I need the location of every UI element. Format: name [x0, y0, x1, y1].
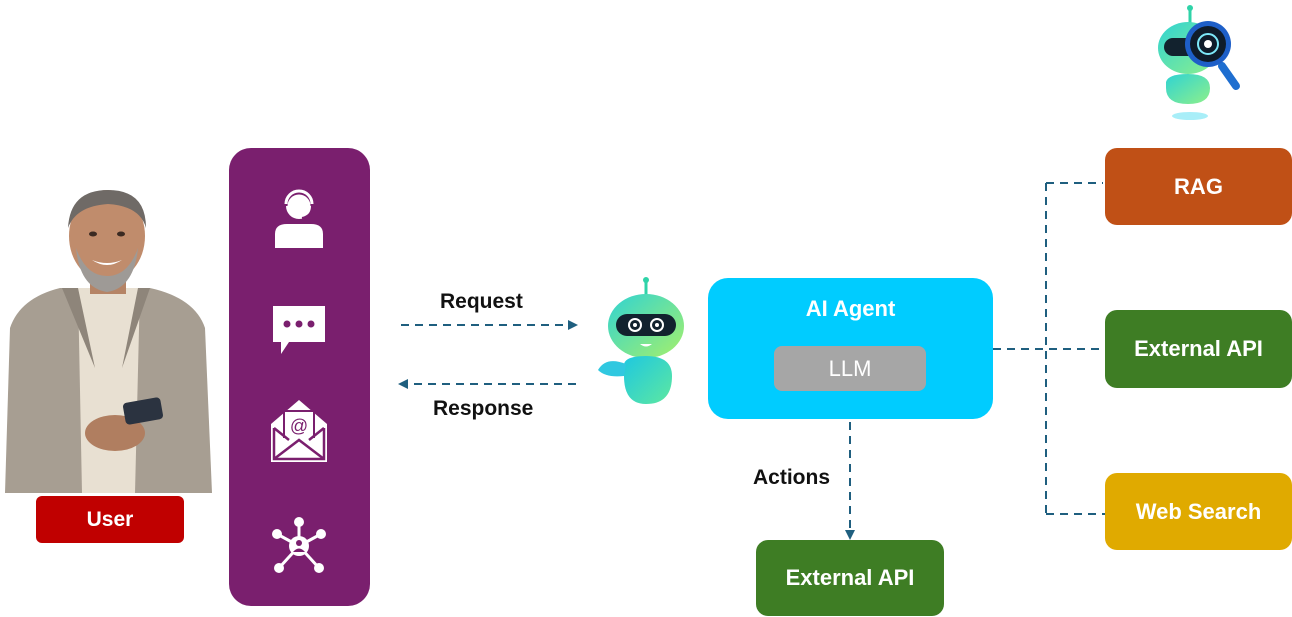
network-icon[interactable]: [269, 516, 329, 576]
support-agent-icon[interactable]: [269, 188, 329, 248]
user-photo: [0, 188, 215, 498]
tool-rag-box[interactable]: RAG: [1105, 148, 1292, 225]
chatbot-robot-icon: [596, 276, 688, 406]
ai-agent-box[interactable]: AI Agent LLM: [708, 278, 993, 419]
ai-agent-title: AI Agent: [805, 296, 896, 321]
action-external-api-box[interactable]: External API: [756, 540, 944, 616]
user-label: User: [36, 496, 184, 543]
tool-web-search-box[interactable]: Web Search: [1105, 473, 1292, 550]
channels-panel: @: [229, 148, 370, 606]
request-label: Request: [440, 290, 523, 313]
search-robot-icon: [1150, 4, 1246, 124]
llm-box[interactable]: LLM: [774, 346, 926, 391]
response-label: Response: [433, 397, 534, 420]
actions-label: Actions: [753, 466, 831, 489]
tool-external-api-box[interactable]: External API: [1105, 310, 1292, 388]
chat-bubble-icon[interactable]: [269, 298, 329, 358]
email-icon[interactable]: @: [269, 398, 329, 462]
svg-text:@: @: [290, 416, 308, 436]
